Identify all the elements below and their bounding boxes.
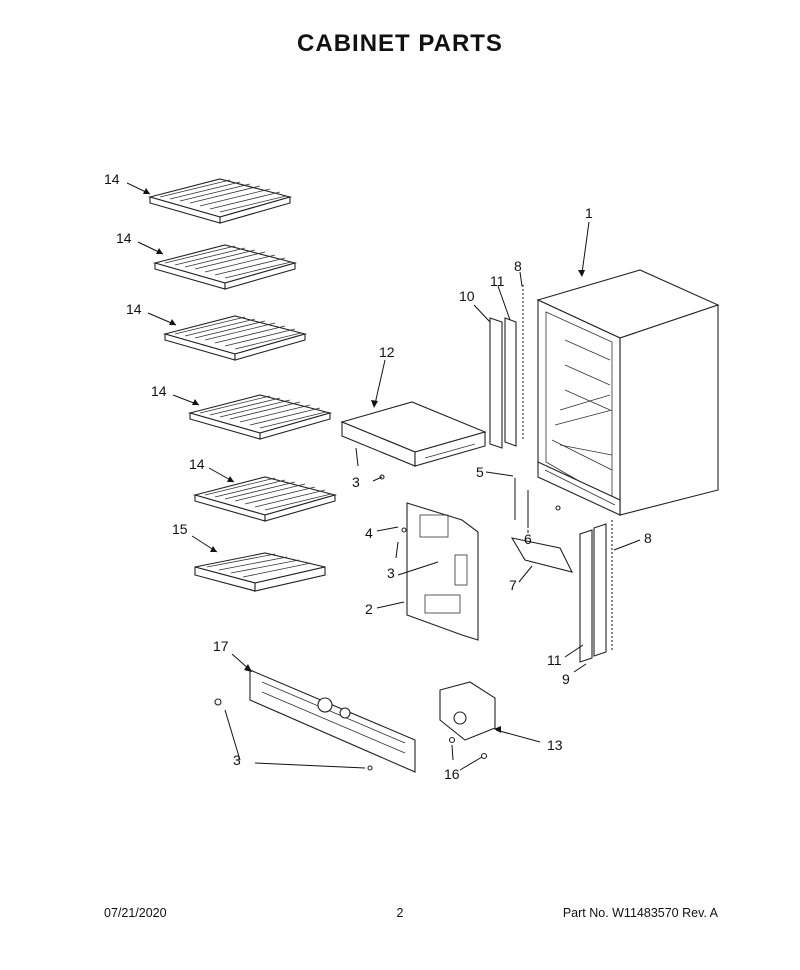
screw-icon <box>448 736 456 744</box>
callout-9: 9 <box>562 671 570 687</box>
callout-14: 14 <box>189 456 205 472</box>
callout-17: 17 <box>213 638 229 654</box>
callout-14: 14 <box>151 383 167 399</box>
callout-7: 7 <box>509 577 517 593</box>
hinge-bracket <box>510 478 574 573</box>
callout-11: 11 <box>547 652 562 668</box>
callout-1: 1 <box>585 205 593 221</box>
callout-11: 11 <box>490 273 505 289</box>
door-trim-right <box>579 520 613 663</box>
drain-pan <box>439 681 496 741</box>
door-trim-left <box>489 285 524 449</box>
toe-kick-grille <box>249 669 416 773</box>
cabinet-assembly <box>536 269 720 516</box>
wire-shelf-3 <box>164 315 306 361</box>
callout-6: 6 <box>524 531 532 547</box>
callout-14: 14 <box>116 230 132 246</box>
wire-shelf-2 <box>154 244 296 290</box>
callout-8: 8 <box>644 530 652 546</box>
wire-shelf-4 <box>189 394 331 440</box>
page-title: CABINET PARTS <box>297 30 503 57</box>
footer-date: 07/21/2020 <box>104 906 167 920</box>
wire-shelf-1 <box>149 178 291 224</box>
callout-12: 12 <box>379 344 395 360</box>
callout-16: 16 <box>444 766 460 782</box>
callout-10: 10 <box>459 288 475 304</box>
footer-page-number: 2 <box>396 906 404 920</box>
callout-3: 3 <box>387 565 395 581</box>
callout-2: 2 <box>365 601 373 617</box>
screw-icon <box>367 765 373 771</box>
footer-part-number: Part No. W11483570 Rev. A <box>562 906 718 920</box>
callout-4: 4 <box>365 525 373 541</box>
wire-shelf-5 <box>194 476 336 522</box>
callout-8: 8 <box>514 258 522 274</box>
callout-13: 13 <box>547 737 563 753</box>
callout-15: 15 <box>172 521 188 537</box>
top-cover-assembly <box>340 401 487 467</box>
rear-panel <box>406 502 479 641</box>
callout-14: 14 <box>104 171 120 187</box>
screw-icon <box>480 752 488 760</box>
callout-3: 3 <box>352 474 360 490</box>
callout-5: 5 <box>476 464 484 480</box>
screw-icon <box>401 527 407 533</box>
callout-14: 14 <box>126 301 142 317</box>
callout-3: 3 <box>233 752 241 768</box>
screw-icon <box>214 698 222 706</box>
bottom-shelf <box>194 552 326 592</box>
leader-lines <box>126 182 641 771</box>
